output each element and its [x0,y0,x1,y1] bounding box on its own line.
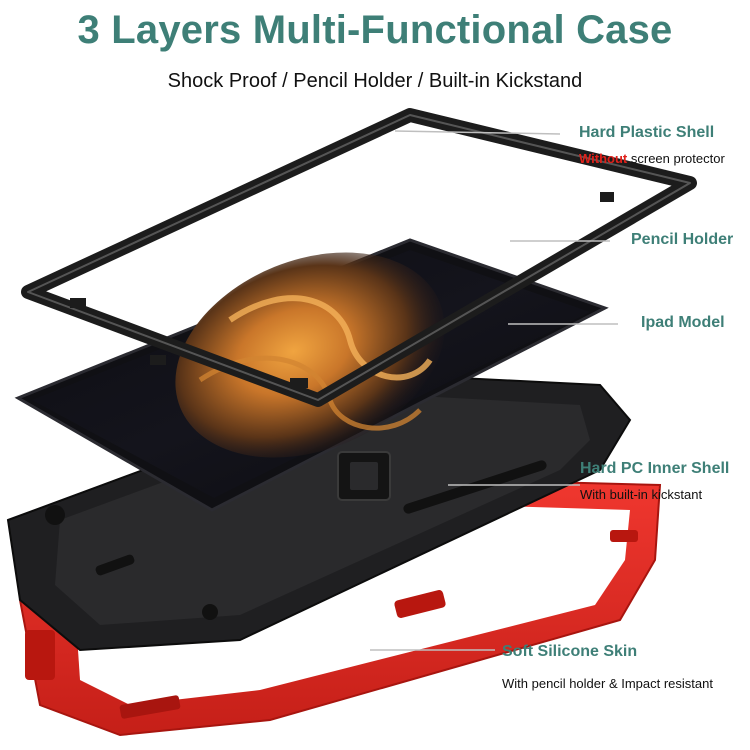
callout-lines [370,130,618,651]
note-silicone-skin: With pencil holder & Impact resistant [502,676,713,691]
label-pc-inner-shell: Hard PC Inner Shell [580,460,730,477]
label-silicone-skin: Soft Silicone Skin [502,643,638,660]
note-warning: Without [579,151,628,166]
hard-plastic-shell [21,108,697,407]
note-pc-inner-shell: With built-in kickstant [580,487,703,502]
page-title: 3 Layers Multi-Functional Case [77,8,673,52]
label-ipad-model: Ipad Model [641,314,725,331]
note-rest: screen protector [627,151,725,166]
silicone-skin [18,478,662,737]
label-hard-plastic-shell: Hard Plastic Shell [579,124,715,141]
tablet-device [14,238,609,512]
pc-inner-shell [6,373,632,652]
label-pencil-holder: Pencil Holder [631,231,734,248]
note-hard-plastic-shell: Without screen protector [579,151,725,166]
page-subtitle: Shock Proof / Pencil Holder / Built-in K… [167,70,583,92]
